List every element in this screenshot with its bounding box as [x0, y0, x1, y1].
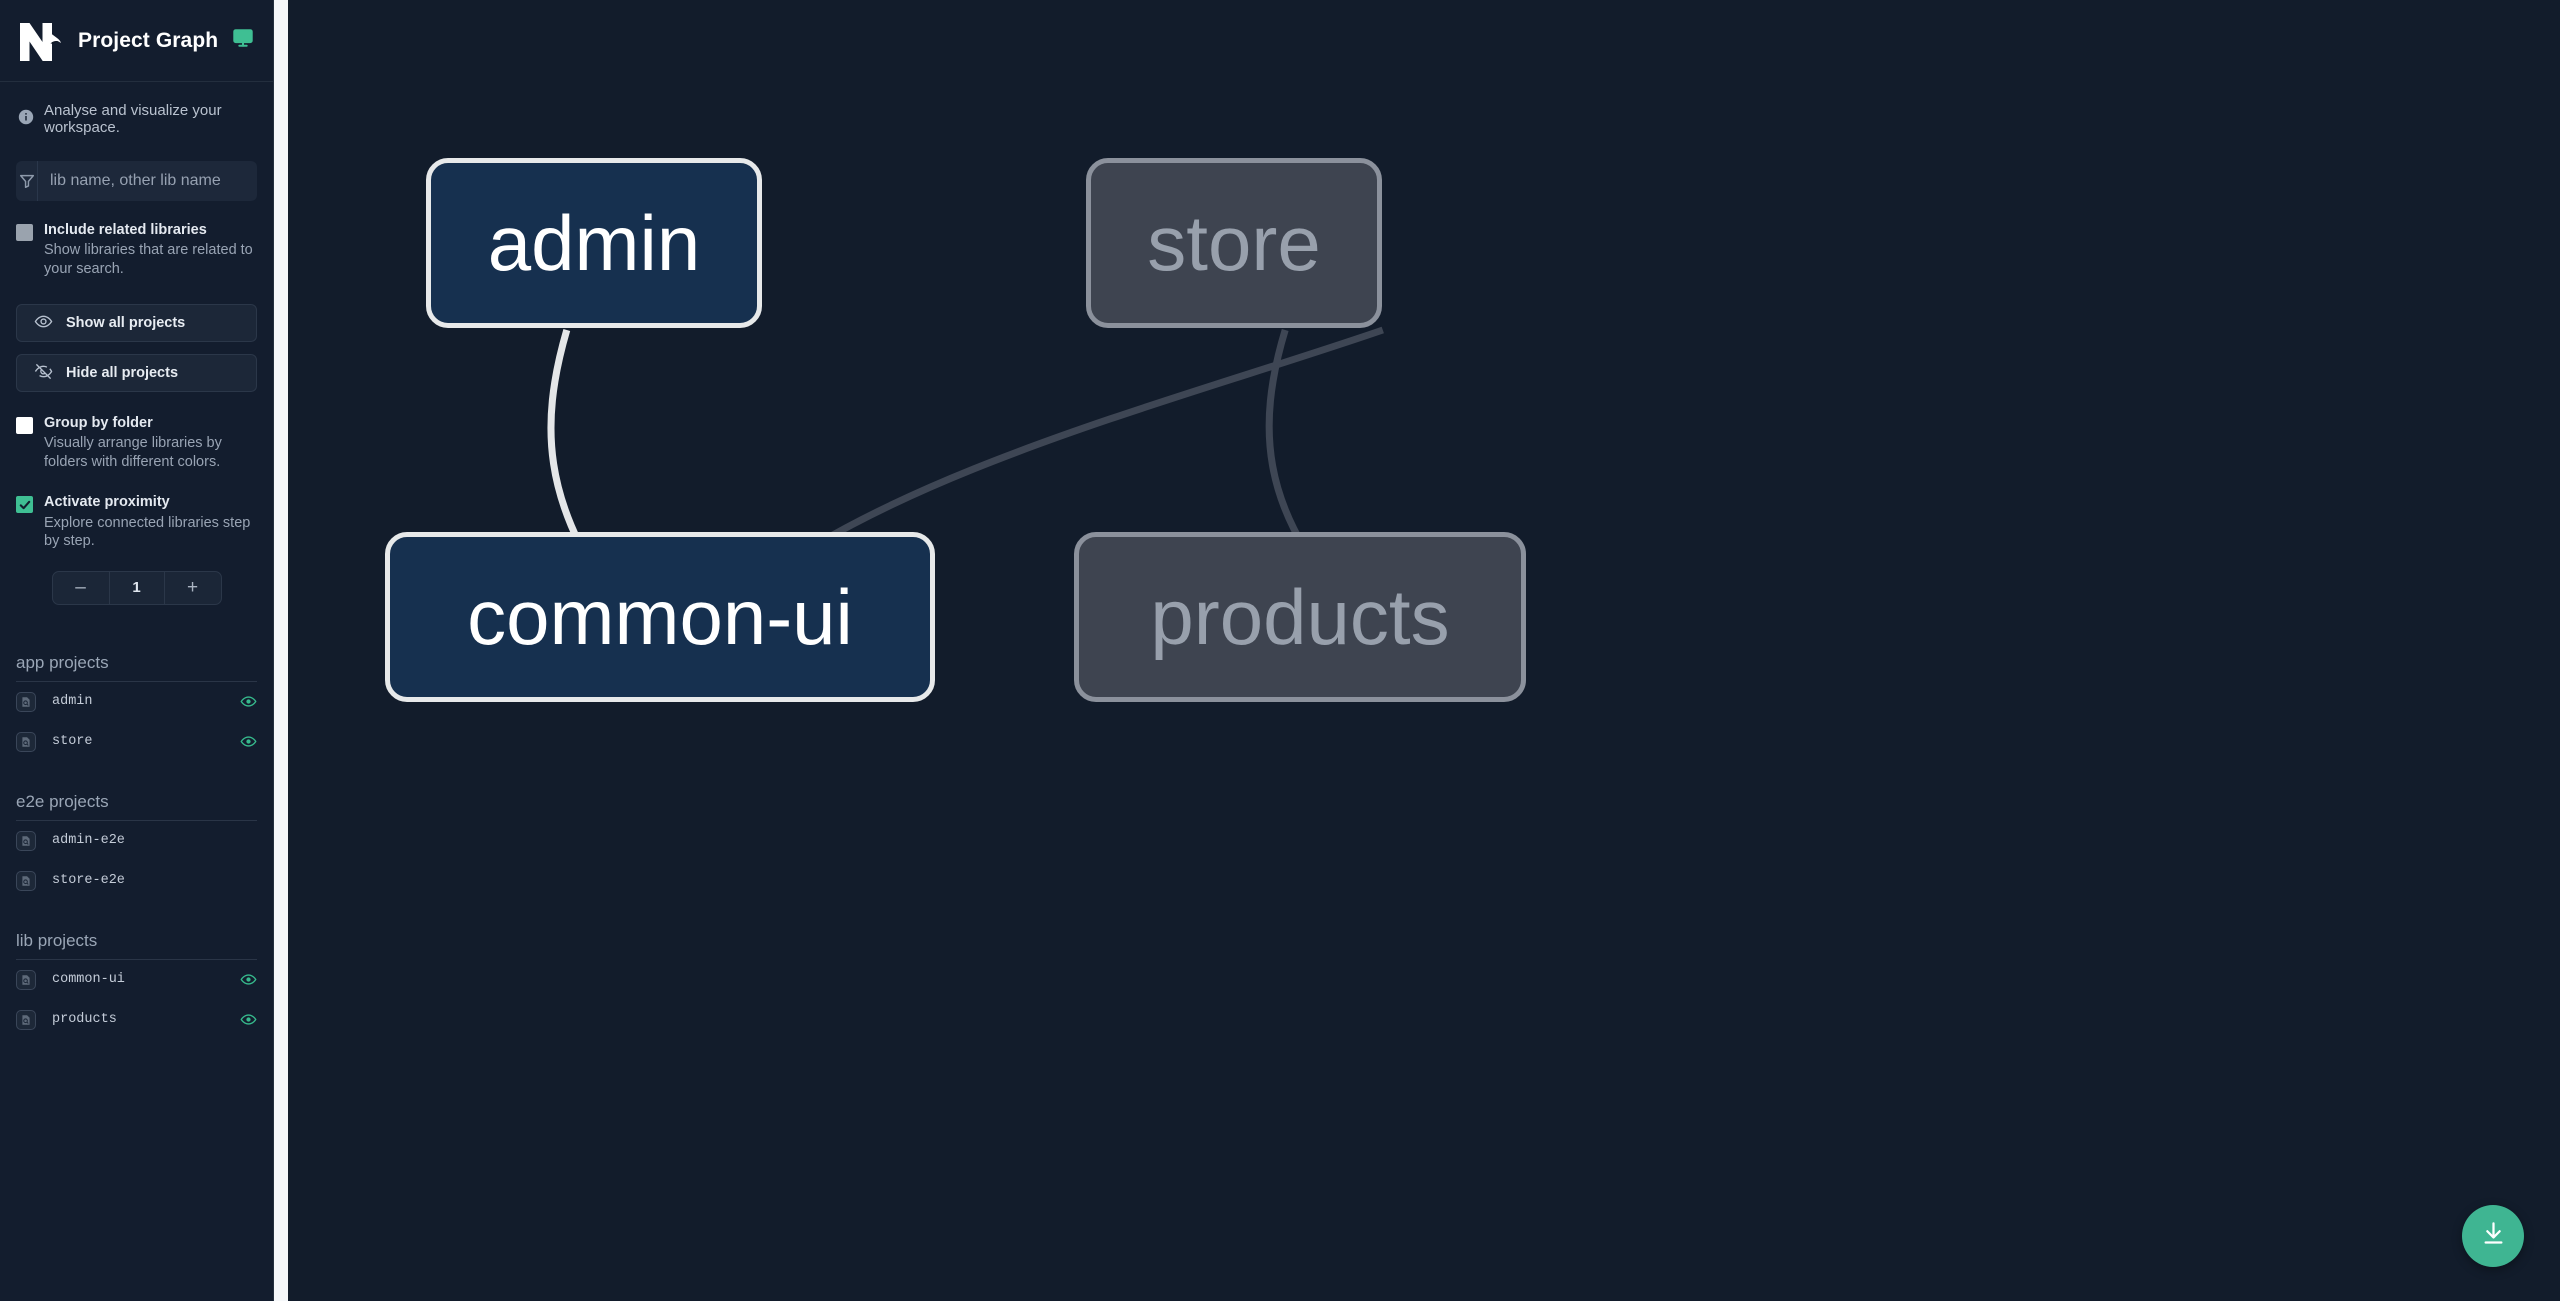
page-title: Project Graph [78, 28, 219, 52]
project-visibility-eye-icon[interactable] [240, 693, 257, 710]
project-name: store [52, 734, 93, 750]
project-file-icon [16, 1009, 36, 1030]
tagline-text: Analyse and visualize your workspace. [44, 102, 222, 136]
sidebar: Project Graph Analyse and visualize your… [0, 0, 274, 1301]
option-description: Explore connected libraries step by step… [44, 514, 251, 550]
checkbox-include-related-libraries[interactable] [16, 224, 33, 241]
search-field[interactable] [16, 161, 257, 201]
project-group-app: app projects [0, 653, 273, 682]
option-description: Visually arrange libraries by folders wi… [44, 435, 222, 470]
proximity-stepper: – 1 + [0, 570, 273, 605]
project-name: products [52, 1012, 117, 1028]
option-title: Include related libraries [44, 222, 207, 238]
option-title: Group by folder [44, 415, 153, 432]
download-icon [2480, 1220, 2507, 1252]
hide-all-projects-label: Hide all projects [66, 365, 179, 382]
graph-node-label: store [1147, 198, 1321, 287]
project-row-common-ui[interactable]: common-ui [0, 960, 273, 1000]
divider [16, 680, 257, 682]
project-file-icon [16, 731, 36, 752]
info-icon [18, 109, 34, 130]
project-visibility-eye-icon[interactable] [240, 733, 257, 750]
divider [16, 819, 257, 821]
divider [16, 958, 257, 960]
project-file-icon [16, 870, 36, 891]
project-group-lib: lib projects [0, 931, 273, 960]
project-name: admin [52, 694, 93, 710]
graph-node-common-ui[interactable]: common-ui [385, 532, 935, 702]
project-row-store-e2e[interactable]: store-e2e [0, 861, 273, 901]
option-activate-proximity[interactable]: Activate proximity Explore connected lib… [0, 493, 273, 550]
project-group-title: app projects [16, 652, 109, 672]
tagline: Analyse and visualize your workspace. [0, 82, 273, 136]
graph-node-label: common-ui [467, 572, 853, 661]
project-row-products[interactable]: products [0, 1000, 273, 1040]
project-row-store[interactable]: store [0, 722, 273, 762]
hide-all-projects-button[interactable]: Hide all projects [16, 354, 257, 393]
checkbox-activate-proximity[interactable] [16, 496, 33, 514]
proximity-increment-button[interactable]: + [186, 576, 199, 598]
graph-node-label: admin [487, 198, 701, 287]
project-name: admin-e2e [52, 833, 125, 849]
project-visibility-eye-icon[interactable] [240, 1011, 257, 1028]
show-all-projects-button[interactable]: Show all projects [16, 304, 257, 343]
option-description: Show libraries that are related to your … [44, 242, 253, 277]
graph-node-admin[interactable]: admin [426, 158, 762, 328]
filter-funnel-icon [16, 161, 38, 201]
monitor-icon[interactable] [232, 27, 254, 54]
eye-icon [34, 312, 53, 335]
project-group-title: lib projects [16, 930, 98, 950]
option-group-by-folder[interactable]: Group by folder Visually arrange librari… [0, 414, 273, 471]
proximity-decrement-button[interactable]: – [75, 576, 86, 598]
project-file-icon [16, 691, 36, 712]
project-file-icon [16, 830, 36, 851]
project-visibility-eye-icon[interactable] [240, 971, 257, 988]
project-row-admin-e2e[interactable]: admin-e2e [0, 821, 273, 861]
graph-canvas[interactable]: admin store common-ui products [274, 0, 2560, 1301]
sidebar-header: Project Graph [0, 0, 273, 82]
project-name: store-e2e [52, 873, 125, 889]
project-group-title: e2e projects [16, 791, 109, 811]
option-title: Activate proximity [44, 494, 170, 511]
proximity-value: 1 [108, 571, 165, 604]
project-name: common-ui [52, 972, 125, 988]
nx-logo-icon [18, 19, 64, 63]
checkbox-group-by-folder[interactable] [16, 417, 33, 435]
graph-node-label: products [1150, 572, 1450, 661]
show-all-projects-label: Show all projects [66, 315, 186, 332]
graph-node-products[interactable]: products [1074, 532, 1526, 702]
option-include-related-libraries[interactable]: Include related libraries Show libraries… [0, 221, 273, 278]
project-file-icon [16, 969, 36, 990]
eye-off-icon [34, 362, 53, 385]
download-graph-button[interactable] [2462, 1205, 2524, 1267]
search-input[interactable] [38, 161, 257, 201]
project-row-admin[interactable]: admin [0, 682, 273, 722]
project-group-e2e: e2e projects [0, 792, 273, 821]
graph-node-store[interactable]: store [1086, 158, 1382, 328]
sidebar-scrollbar[interactable] [274, 0, 288, 1301]
